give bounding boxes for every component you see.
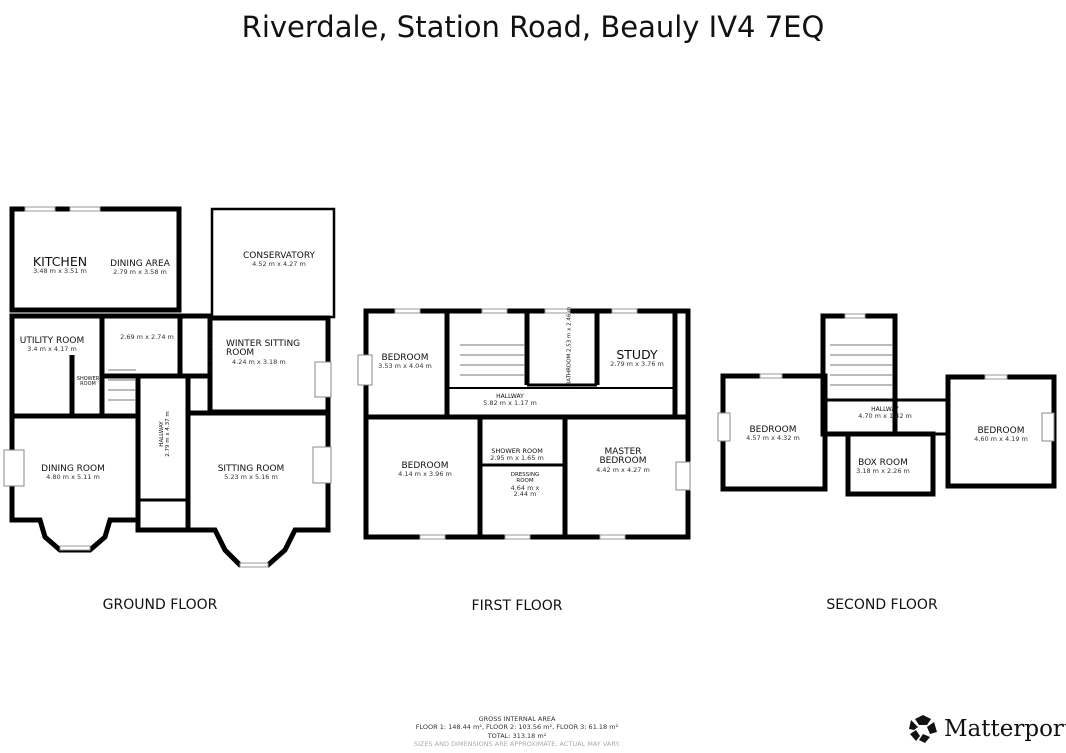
room-dims: 2.79 m x 3.58 m xyxy=(113,268,167,277)
room-dims: 4.60 m x 4.19 m xyxy=(974,435,1028,444)
room-dims: 4.24 m x 3.18 m xyxy=(232,357,286,366)
room-dims: 3.53 m x 4.04 m xyxy=(378,362,432,371)
room-name: BOX ROOM xyxy=(858,458,908,468)
room-wc: WC 1.03 m x 2.03 m xyxy=(207,317,213,374)
room-dims: 2.79 m x 3.76 m xyxy=(610,360,664,369)
room-name: BEDROOM xyxy=(401,461,449,471)
room-dims: 3.48 m x 3.51 m xyxy=(33,267,87,276)
room-name: DINING AREA xyxy=(110,259,170,269)
room-name: MASTER BEDROOM xyxy=(599,447,647,467)
room-name: CONSERVATORY xyxy=(242,251,316,261)
area-floors: FLOOR 1: 148.44 m², FLOOR 2: 103.56 m², … xyxy=(415,723,619,732)
room-dims: 3.4 m x 4.17 m xyxy=(27,345,77,354)
area-total: TOTAL: 313.18 m² xyxy=(487,731,547,740)
ground-floor-label: GROUND FLOOR xyxy=(102,597,218,613)
room-name: SHOWER ROOM xyxy=(491,447,543,455)
area-heading: GROSS INTERNAL AREA xyxy=(478,715,556,723)
room-name: KITCHEN xyxy=(32,254,88,269)
room-dims: 2.95 m x 1.65 m xyxy=(490,453,544,462)
room-dims: 1.03 m x 2.03 m xyxy=(207,316,214,363)
room-dims: 4.14 m x 3.96 m xyxy=(398,470,452,479)
room-name: UTILITY ROOM xyxy=(19,336,85,346)
matterport-logo: Matterport xyxy=(908,714,1066,744)
room-dims: 2.69 m x 2.74 m xyxy=(120,333,174,341)
gross-internal-area: GROSS INTERNAL AREA FLOOR 1: 148.44 m², … xyxy=(414,715,620,749)
windows xyxy=(24,206,1008,568)
room-name: BEDROOM xyxy=(977,426,1025,436)
brand-name: Matterport xyxy=(944,716,1066,742)
room-dims: 5.82 m x 1.17 m xyxy=(483,399,537,408)
room-name: BATHROOM xyxy=(566,353,573,386)
room-dims: 2.53 m x 2.46 m xyxy=(566,306,573,352)
room-name: BEDROOM xyxy=(381,353,429,363)
stairs xyxy=(108,344,893,401)
room-dims: 4.64 m x 2.44 m xyxy=(510,483,540,499)
fireplaces xyxy=(3,354,1055,491)
room-bathroom: BATHROOM 2.53 m x 2.46 m xyxy=(567,306,573,385)
first-floor-walls xyxy=(363,308,691,540)
room-dims: 5.23 m x 5.16 m xyxy=(224,473,278,482)
room-dims: 2.79 m x 4.37 m xyxy=(165,411,171,457)
room-name: HALLWAY xyxy=(871,406,899,413)
room-name: WINTER SITTING ROOM xyxy=(226,339,301,359)
room-dims: 4.42 m x 4.27 m xyxy=(596,465,650,474)
room-dims: 3.18 m x 2.26 m xyxy=(856,467,910,476)
first-floor-label: FIRST FLOOR xyxy=(471,598,563,614)
matterport-icon xyxy=(909,715,937,743)
room-name: DINING ROOM xyxy=(41,464,105,474)
page-title: Riverdale, Station Road, Beauly IV4 7EQ xyxy=(241,10,825,44)
room-name: BEDROOM xyxy=(749,425,797,435)
conservatory-walls xyxy=(210,207,336,319)
room-inner-hall: 2.69 m x 2.74 m xyxy=(120,334,174,341)
room-name: DRESSING ROOM xyxy=(510,472,540,484)
room-dims: 4.80 m x 5.11 m xyxy=(46,473,100,482)
room-name: WC xyxy=(207,363,214,374)
room-shower: SHOWER ROOM xyxy=(76,376,100,388)
room-dims: 4.57 m x 4.32 m xyxy=(746,434,800,443)
room-name: HALLWAY xyxy=(496,393,524,400)
second-floor-label: SECOND FLOOR xyxy=(826,597,938,613)
disclaimer: SIZES AND DIMENSIONS ARE APPROXIMATE, AC… xyxy=(413,740,621,749)
room-dims: 4.70 m x 1.42 m xyxy=(858,412,912,421)
room-name: STUDY xyxy=(616,347,658,362)
room-dims: 4.52 m x 4.27 m xyxy=(252,260,306,269)
room-name: SITTING ROOM xyxy=(217,464,285,474)
